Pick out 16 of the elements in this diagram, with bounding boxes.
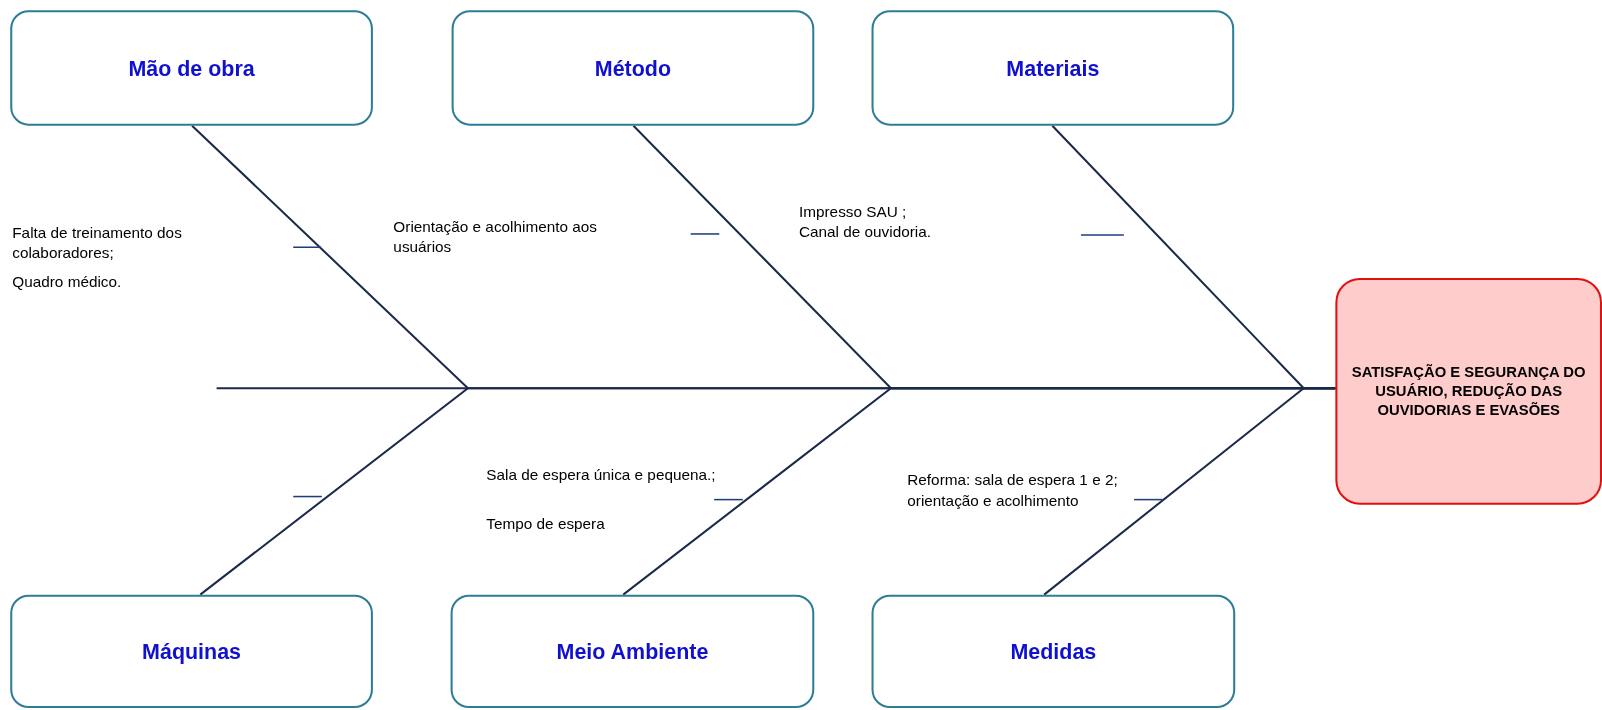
category-box: Materiais — [871, 10, 1235, 126]
cause-text: Tempo de espera — [486, 513, 606, 534]
effect-box: SATISFAÇÃO E SEGURANÇA DO USUÁRIO, REDUÇÃO DAS OUVIDORIAS E EVASÕES — [1335, 277, 1602, 505]
category-box: Máquinas — [10, 594, 373, 709]
fishbone-line — [1043, 387, 1336, 596]
category-box: Medidas — [871, 594, 1236, 709]
cause-text: Reforma: sala de espera 1 e 2; orientação e acolhimento — [907, 470, 1119, 510]
cause-text: Orientação e acolhimento aos usuários — [393, 216, 598, 257]
cause-text: Impresso SAU ; — [798, 201, 908, 222]
category-box: Método — [451, 10, 815, 126]
cause-text: Sala de espera única e pequena.; — [486, 464, 717, 485]
category-box: Meio Ambiente — [450, 594, 815, 709]
cause-text: Falta de treinamento dos colaboradores; — [12, 222, 183, 263]
cause-text: Quadro médico. — [12, 271, 123, 292]
category-box: Mão de obra — [10, 10, 373, 126]
cause-text: Canal de ouvidoria. — [798, 221, 933, 242]
